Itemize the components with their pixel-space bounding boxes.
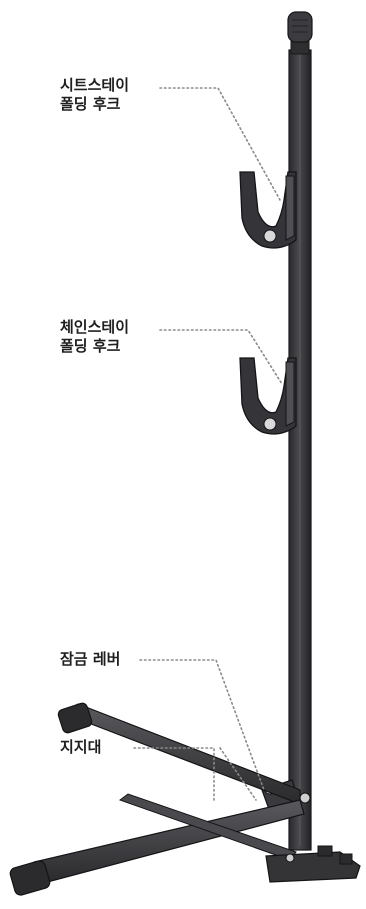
support-leader-branch bbox=[219, 747, 257, 801]
leader-lines bbox=[133, 87, 283, 801]
label-seatstay-line1: 시트스테이 bbox=[60, 76, 130, 94]
seatstay-hook bbox=[239, 171, 297, 249]
label-lock-lever: 잠금 레버 bbox=[60, 650, 120, 669]
seatstay-leader bbox=[159, 87, 281, 201]
support-leader bbox=[133, 747, 215, 801]
label-seatstay-hook: 시트스테이 폴딩 후크 bbox=[60, 76, 129, 114]
chainstay-hook bbox=[239, 357, 297, 435]
label-chainstay-line1: 체인스테이 bbox=[60, 318, 130, 336]
label-lock-lever-text: 잠금 레버 bbox=[60, 650, 121, 668]
label-support-text: 지지대 bbox=[60, 738, 102, 756]
label-chainstay-hook: 체인스테이 폴딩 후크 bbox=[60, 318, 129, 356]
label-chainstay-line2: 폴딩 후크 bbox=[60, 337, 121, 355]
chainstay-leader bbox=[159, 329, 283, 385]
label-seatstay-line2: 폴딩 후크 bbox=[60, 95, 121, 113]
lock-lever-leader bbox=[139, 659, 265, 791]
vertical-pole bbox=[288, 39, 312, 851]
label-support: 지지대 bbox=[60, 738, 101, 757]
top-cap bbox=[287, 11, 313, 43]
